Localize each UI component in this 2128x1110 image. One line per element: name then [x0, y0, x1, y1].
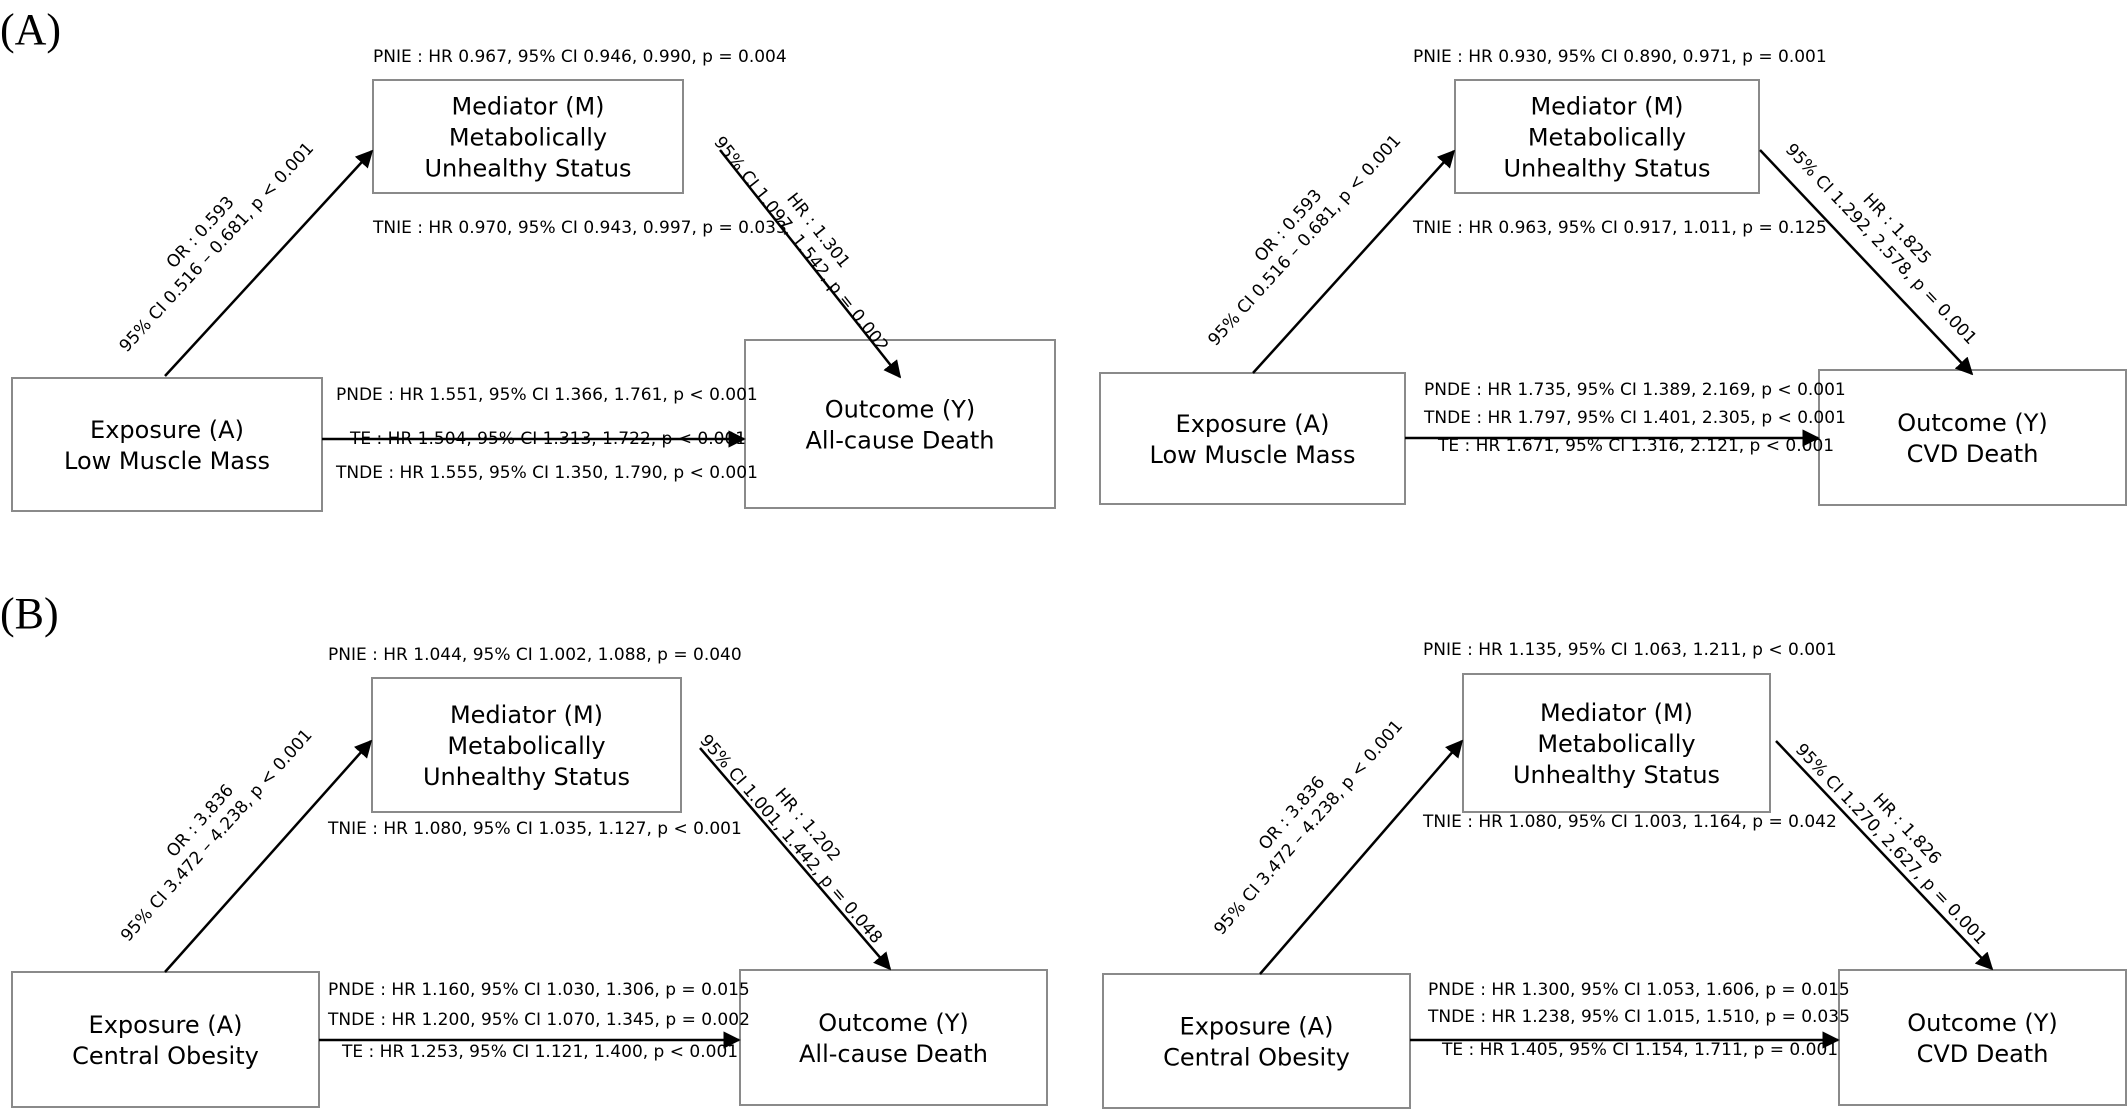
exposure-box-line-2: Central Obesity [1163, 1044, 1350, 1072]
b-path-label-line-2: 95% CI 1.292, 2.578, p = 0.001 [1781, 140, 1980, 349]
a-path-label-line-2: 95% CI 0.516 – 0.681, p < 0.001 [116, 139, 319, 357]
mediator-box-line-2: Metabolically [449, 124, 607, 152]
mediator-box-border [372, 79, 684, 194]
mediator-to-outcome-arrow [1759, 149, 1974, 376]
pnde-label: PNDE : HR 1.160, 95% CI 1.030, 1.306, p … [328, 980, 750, 1000]
mediator-to-outcome-arrow [1775, 740, 1994, 971]
outcome-box-line-1: Outcome (Y) [1897, 409, 2048, 437]
exposure-box: Exposure (A) Low Muscle Mass [1099, 372, 1406, 505]
exposure-to-mediator-arrow [164, 739, 373, 973]
b-path-label-line-2: 95% CI 1.001, 1.442, p = 0.048 [696, 731, 886, 948]
mediator-box-line-3: Unhealthy Status [1503, 155, 1710, 183]
mediator-box-line-1: Mediator (M) [1540, 699, 1693, 727]
mediator-box-line-1: Mediator (M) [1530, 93, 1683, 121]
tnde-label: TNDE : HR 1.200, 95% CI 1.070, 1.345, p … [327, 1010, 750, 1030]
outcome-box-line-2: All-cause Death [806, 427, 995, 455]
mediator-box-border [1462, 673, 1771, 813]
outcome-box-border [1818, 369, 2127, 506]
exposure-box-line-2: Central Obesity [72, 1042, 259, 1070]
mediator-box-line-3: Unhealthy Status [424, 155, 631, 183]
exposure-to-mediator-arrow [164, 149, 374, 377]
mediator-box-border [1454, 79, 1760, 194]
mediator-box-line-2: Metabolically [447, 732, 605, 760]
outcome-box-border [1838, 969, 2127, 1106]
exposure-box-border [1099, 372, 1406, 505]
tnie-label: TNIE : HR 0.970, 95% CI 0.943, 0.997, p … [372, 218, 787, 238]
mediator-box-line-1: Mediator (M) [451, 93, 604, 121]
pnie-label: PNIE : HR 0.967, 95% CI 0.946, 0.990, p … [373, 47, 787, 67]
exposure-box-border [1102, 973, 1411, 1109]
outcome-box-line-1: Outcome (Y) [1907, 1009, 2058, 1037]
outcome-box-line-2: CVD Death [1917, 1040, 2049, 1068]
mediator-box-line-2: Metabolically [1528, 124, 1686, 152]
tnie-label: TNIE : HR 1.080, 95% CI 1.035, 1.127, p … [327, 819, 742, 839]
a-path-label-line-2: 95% CI 3.472 – 4.238, p < 0.001 [1210, 716, 1407, 939]
mediator-box-line-3: Unhealthy Status [1513, 761, 1720, 789]
pnde-label: PNDE : HR 1.551, 95% CI 1.366, 1.761, p … [336, 385, 758, 405]
outcome-box-line-2: All-cause Death [799, 1040, 988, 1068]
outcome-box: Outcome (Y) All-cause Death [744, 339, 1056, 509]
b-path-label-line-2: 95% CI 1.097, 1.542, p = 0.002 [709, 133, 892, 356]
outcome-box: Outcome (Y) All-cause Death [739, 969, 1048, 1106]
exposure-box: Exposure (A) Low Muscle Mass [11, 377, 323, 512]
exposure-box-line-1: Exposure (A) [1176, 410, 1330, 438]
te-label: TE : HR 1.504, 95% CI 1.313, 1.722, p < … [349, 429, 746, 449]
mediator-box-line-1: Mediator (M) [450, 701, 603, 729]
pnie-label: PNIE : HR 1.044, 95% CI 1.002, 1.088, p … [328, 645, 742, 665]
te-label: TE : HR 1.405, 95% CI 1.154, 1.711, p = … [1441, 1040, 1838, 1060]
exposure-box: Exposure (A) Central Obesity [11, 971, 320, 1108]
outcome-box-border [739, 969, 1048, 1106]
outcome-box: Outcome (Y) CVD Death [1838, 969, 2127, 1106]
tnde-label: TNDE : HR 1.238, 95% CI 1.015, 1.510, p … [1427, 1007, 1850, 1027]
exposure-to-mediator-arrow [1259, 739, 1464, 975]
b-path-label-line-2: 95% CI 1.270, 2.627, p = 0.001 [1791, 740, 1990, 949]
pnie-label: PNIE : HR 1.135, 95% CI 1.063, 1.211, p … [1423, 640, 1837, 660]
exposure-box-line-1: Exposure (A) [89, 1011, 243, 1039]
outcome-box-border [744, 339, 1056, 509]
exposure-to-mediator-arrow [1252, 149, 1456, 374]
outcome-box: Outcome (Y) CVD Death [1818, 369, 2127, 506]
mediator-box-line-2: Metabolically [1537, 730, 1695, 758]
mediator-to-outcome-arrow [699, 747, 892, 971]
mediator-to-outcome-arrow [719, 149, 902, 379]
exposure-box-border [11, 971, 320, 1108]
exposure-box-line-2: Low Muscle Mass [64, 447, 270, 475]
pnie-label: PNIE : HR 0.930, 95% CI 0.890, 0.971, p … [1413, 47, 1827, 67]
exposure-box-line-1: Exposure (A) [90, 416, 244, 444]
exposure-box-line-2: Low Muscle Mass [1150, 441, 1356, 469]
te-label: TE : HR 1.253, 95% CI 1.121, 1.400, p < … [341, 1042, 738, 1062]
exposure-box: Exposure (A) Central Obesity [1102, 973, 1411, 1109]
pnde-label: PNDE : HR 1.735, 95% CI 1.389, 2.169, p … [1424, 380, 1846, 400]
panel-label: (A) [0, 5, 61, 54]
panel-label: (B) [0, 589, 59, 638]
tnde-label: TNDE : HR 1.797, 95% CI 1.401, 2.305, p … [1423, 408, 1846, 428]
tnie-label: TNIE : HR 1.080, 95% CI 1.003, 1.164, p … [1422, 812, 1837, 832]
outcome-box-line-2: CVD Death [1907, 440, 2039, 468]
te-label: TE : HR 1.671, 95% CI 1.316, 2.121, p < … [1437, 436, 1834, 456]
outcome-box-line-1: Outcome (Y) [818, 1009, 969, 1037]
exposure-box-border [11, 377, 323, 512]
pnde-label: PNDE : HR 1.300, 95% CI 1.053, 1.606, p … [1428, 980, 1850, 1000]
exposure-box-line-1: Exposure (A) [1180, 1013, 1334, 1041]
tnde-label: TNDE : HR 1.555, 95% CI 1.350, 1.790, p … [335, 463, 758, 483]
mediator-box-line-3: Unhealthy Status [423, 763, 630, 791]
outcome-box-line-1: Outcome (Y) [825, 396, 976, 424]
tnie-label: TNIE : HR 0.963, 95% CI 0.917, 1.011, p … [1412, 218, 1827, 238]
